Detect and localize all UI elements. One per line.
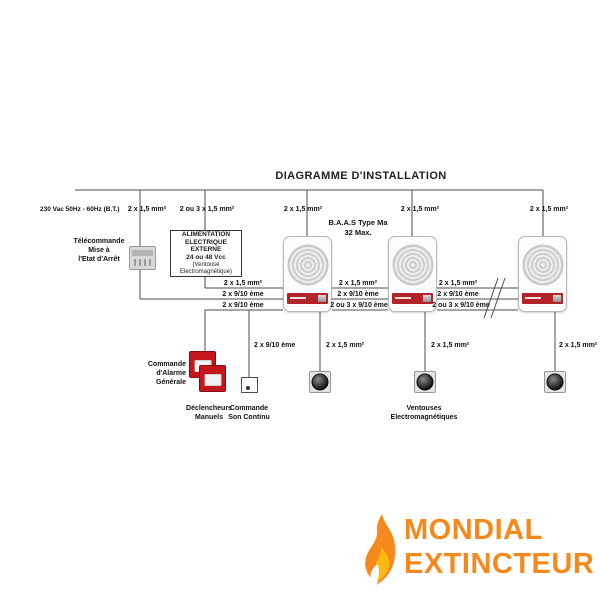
external-power-supply-box: ALIMENTATION ELECTRIQUE EXTERNE 24 ou 48… [170,230,242,277]
ventouses-label: Ventouses Electromagnétiques [390,405,458,422]
manual-call-point-icon [199,365,226,392]
speaker-grille-icon [522,244,563,286]
wire-label-top-2: 2 ou 3 x 1,5 mm² [179,206,235,213]
power-supply-note: (Ventouse Electromagnétique) [179,262,233,275]
commande-son-continu-box [241,377,258,393]
wire-label-seg1-row1: 2 x 1,5 mm² [223,280,263,287]
brand-logo: MONDIAL EXTINCTEUR [404,513,594,581]
wire-label-top-1: 2 x 1,5 mm² [127,206,167,213]
speaker-grille-icon [287,244,328,286]
cable-break-marks [483,277,506,319]
wire-label-ventouse-2: 2 x 1,5 mm² [431,342,470,349]
brand-name-line2: EXTINCTEUR [404,548,595,581]
speaker-grille-icon [392,244,433,286]
wire-label-seg3-row2: 2 x 9/10 ème [437,291,479,298]
ventouse-disc [311,373,329,391]
telecommande-label: Télécommande Mise à l'Etat d'Arrêt [73,238,125,264]
wire-label-seg1-row2: 2 x 9/10 ème [222,291,264,298]
wire-label-ventouse-3: 2 x 1,5 mm² [559,342,598,349]
mains-voltage-label: 230 Vac 50Hz - 60Hz (B.T.) [40,206,120,213]
baas-unit-1 [283,236,332,312]
wire-label-seg3-row3: 2 ou 3 x 9/10 ème [432,302,490,309]
ventouse-disc [546,373,564,391]
wire-label-seg2-row1: 2 x 1,5 mm² [338,280,378,287]
commande-alarme-label: Commande d'Alarme Générale [147,361,186,387]
baas-type-label: B.A.A.S Type Ma 32 Max. [328,218,388,237]
baas-label-strip [522,293,563,304]
wire-label-top-3: 2 x 1,5 mm² [283,206,323,213]
brand-name-line1: MONDIAL [404,514,543,546]
diagram-title: DIAGRAMME D'INSTALLATION [275,170,447,182]
wire-label-seg2-row3: 2 ou 3 x 9/10 ème [330,302,388,309]
baas-label-strip [392,293,433,304]
ventouse-icon [544,371,566,393]
ventouse-icon [414,371,436,393]
telecommande-module [129,246,156,270]
wire-label-seg2-row2: 2 x 9/10 ème [337,291,379,298]
ventouse-icon [309,371,331,393]
wire-label-seg3-row1: 2 x 1,5 mm² [438,280,478,287]
wire-label-seg1-row3: 2 x 9/10 ème [222,302,264,309]
baas-label-strip [287,293,328,304]
commande-son-continu-label: Commande Son Continu [228,405,270,422]
power-supply-name: ALIMENTATION ELECTRIQUE EXTERNE [181,231,231,254]
wire-label-son-continu: 2 x 9/10 ème [254,342,296,349]
wire-label-top-4: 2 x 1,5 mm² [400,206,440,213]
declencheurs-manuels-label: Déclencheurs Manuels [186,405,232,422]
power-supply-voltage: 24 ou 48 Vcc [186,253,226,261]
baas-unit-2 [388,236,437,312]
baas-unit-3 [518,236,567,312]
ventouse-disc [416,373,434,391]
wire-label-ventouse-1: 2 x 1,5 mm² [326,342,365,349]
wire-label-top-5: 2 x 1,5 mm² [529,206,569,213]
flame-icon [365,514,396,585]
